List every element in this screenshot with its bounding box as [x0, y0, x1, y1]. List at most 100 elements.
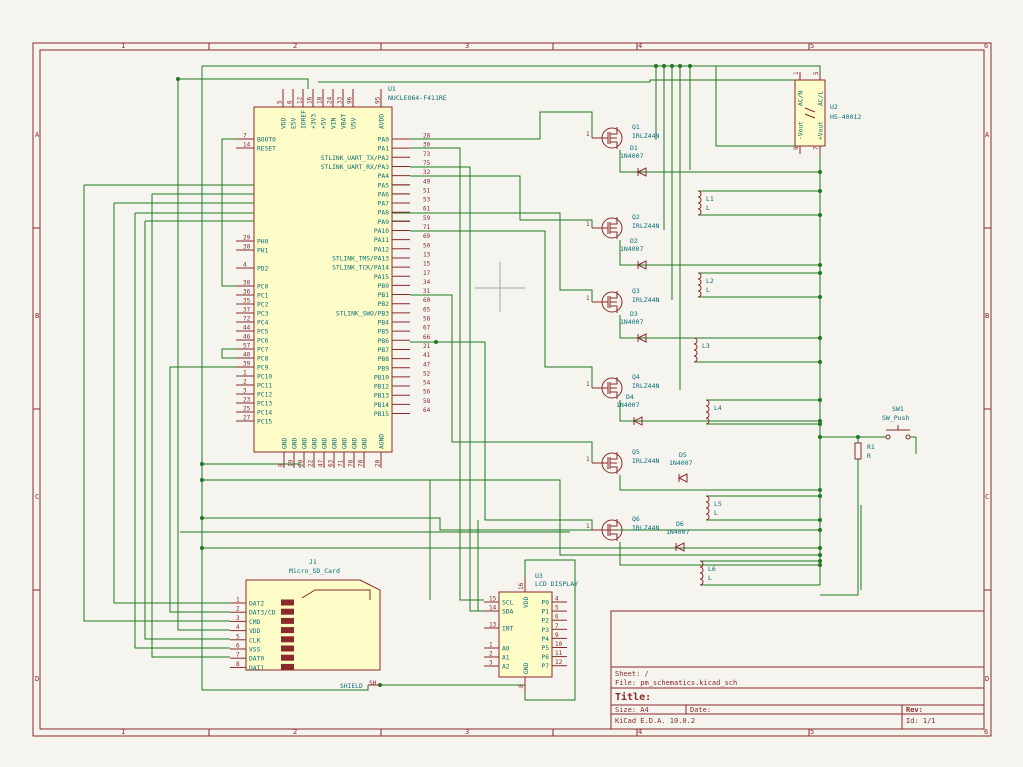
svg-text:5: 5	[813, 71, 820, 75]
mosfet-value: IRLZ44N	[632, 132, 659, 140]
u1-pin-pb15: PB15	[374, 411, 389, 418]
svg-text:22: 22	[308, 459, 315, 467]
ruler-row-C: C	[35, 493, 39, 501]
u1-pin-gnd: GND	[362, 437, 369, 449]
u2-pin-ac-l: AC/L	[818, 91, 825, 106]
u1-pin-pa0: PA0	[378, 137, 390, 144]
u1-pin-pb5: PB5	[378, 329, 390, 336]
ruler-col-4: 4	[638, 42, 642, 50]
u3-pin-p6: P6	[541, 654, 549, 661]
diode-ref: D2	[630, 237, 638, 245]
ruler-col-bottom-2: 2	[293, 728, 297, 736]
u1-pin-pb4: PB4	[378, 320, 390, 327]
inductor-ref: L6	[708, 565, 716, 573]
u1-pin-pa11: PA11	[374, 237, 389, 244]
u1-pin-num: 38	[243, 280, 251, 287]
u1-pin-e5v: E5V	[291, 117, 298, 129]
inductor-value: L	[714, 509, 718, 517]
tb-rev: Rev:	[906, 706, 923, 714]
diode-value: 1N4007	[620, 245, 644, 253]
u1-pin-num: 51	[423, 187, 431, 194]
inductor-value: L	[708, 574, 712, 582]
svg-text:1: 1	[793, 71, 800, 75]
diode-value: 1N4007	[620, 318, 644, 326]
r1-ref: R1	[867, 443, 875, 451]
inductor-ref: L1	[706, 195, 714, 203]
j1-pin-cmd: CMD	[249, 619, 261, 626]
svg-text:6: 6	[287, 100, 294, 104]
u1-pin-pc10: PC10	[257, 374, 272, 381]
u1-pin-pc14: PC14	[257, 410, 272, 417]
diode-value: 1N4007	[616, 401, 640, 409]
inductor-l6[interactable]: L6L	[699, 560, 716, 586]
u1-pin-num: 36	[243, 289, 251, 296]
u3-pin-p7: P7	[541, 663, 549, 670]
u1-pin-pb13: PB13	[374, 393, 389, 400]
u1-pin-num: 72	[243, 316, 251, 323]
u1-pin-num: 59	[423, 215, 431, 222]
r1-value: R	[867, 452, 871, 460]
svg-text:18: 18	[317, 96, 324, 104]
diode-ref: D1	[630, 144, 638, 152]
inductor-l3[interactable]: L3	[693, 337, 710, 363]
u1-pin-num: 37	[243, 307, 251, 314]
inductor-l2[interactable]: L2L	[697, 272, 714, 298]
u1-pin-boot0: BOOT0	[257, 137, 276, 144]
j1-contact-pad	[281, 599, 294, 606]
u1-pin-num: 28	[423, 133, 431, 140]
svg-text:4: 4	[555, 596, 559, 603]
u1-pin-pc13: PC13	[257, 401, 272, 408]
u1-pin-pa7: PA7	[378, 201, 390, 208]
u1-pin-num: 73	[423, 151, 431, 158]
u1-pin-pc11: PC11	[257, 383, 272, 390]
inductor-l4[interactable]: L4	[705, 399, 722, 425]
j1-pin-vss: VSS	[249, 647, 261, 654]
svg-text:6: 6	[236, 643, 240, 650]
j1-pin-vdd: VDD	[249, 628, 261, 635]
u3-pin-p5: P5	[541, 645, 549, 652]
ruler-row-right-D: D	[985, 675, 989, 683]
ruler-col-2: 2	[293, 42, 297, 50]
component-u3[interactable]: U3 LCD DISPLAY 15SCL14SDA13INT1A02A13A24…	[484, 572, 578, 692]
inductor-l1[interactable]: L1L	[697, 190, 714, 216]
u1-pin-num: 2	[243, 379, 247, 386]
u1-pin-pc12: PC12	[257, 392, 272, 399]
svg-text:1: 1	[586, 381, 590, 388]
u1-ref: U1	[388, 85, 396, 93]
svg-text:15: 15	[489, 596, 497, 603]
u1-pin-pa6: PA6	[378, 191, 390, 198]
svg-text:1: 1	[586, 131, 590, 138]
j1-body	[245, 579, 381, 671]
u1-pin-num: 25	[243, 406, 251, 413]
u3-pin-p0: P0	[541, 600, 549, 607]
component-sw1[interactable]: SW1 SW_Push	[882, 405, 911, 440]
svg-text:6: 6	[555, 614, 559, 621]
u1-pin-num: 44	[243, 325, 251, 332]
diode-ref: D4	[626, 393, 634, 401]
ruler-row-D: D	[35, 675, 39, 683]
svg-text:14: 14	[489, 605, 497, 612]
u1-pin-reset: RESET	[257, 146, 276, 153]
j1-contact-pad	[281, 627, 294, 634]
ruler-col-5: 5	[810, 42, 814, 50]
component-j1[interactable]: J1 Micro_SD_Card 1DAT22DAT3/CD3CMD4VDD5C…	[230, 558, 381, 690]
u2-pin--vout: -Vout	[798, 121, 805, 140]
mosfet-value: IRLZ44N	[632, 382, 659, 390]
component-r1[interactable]: R1 R	[854, 442, 875, 460]
component-u1[interactable]: U1 NUCLEO64-F411RE 7BOOT014RESET29PH030P…	[236, 85, 447, 468]
inductor-l5[interactable]: L5L	[705, 495, 722, 521]
j1-pin-clk: CLK	[249, 637, 261, 644]
